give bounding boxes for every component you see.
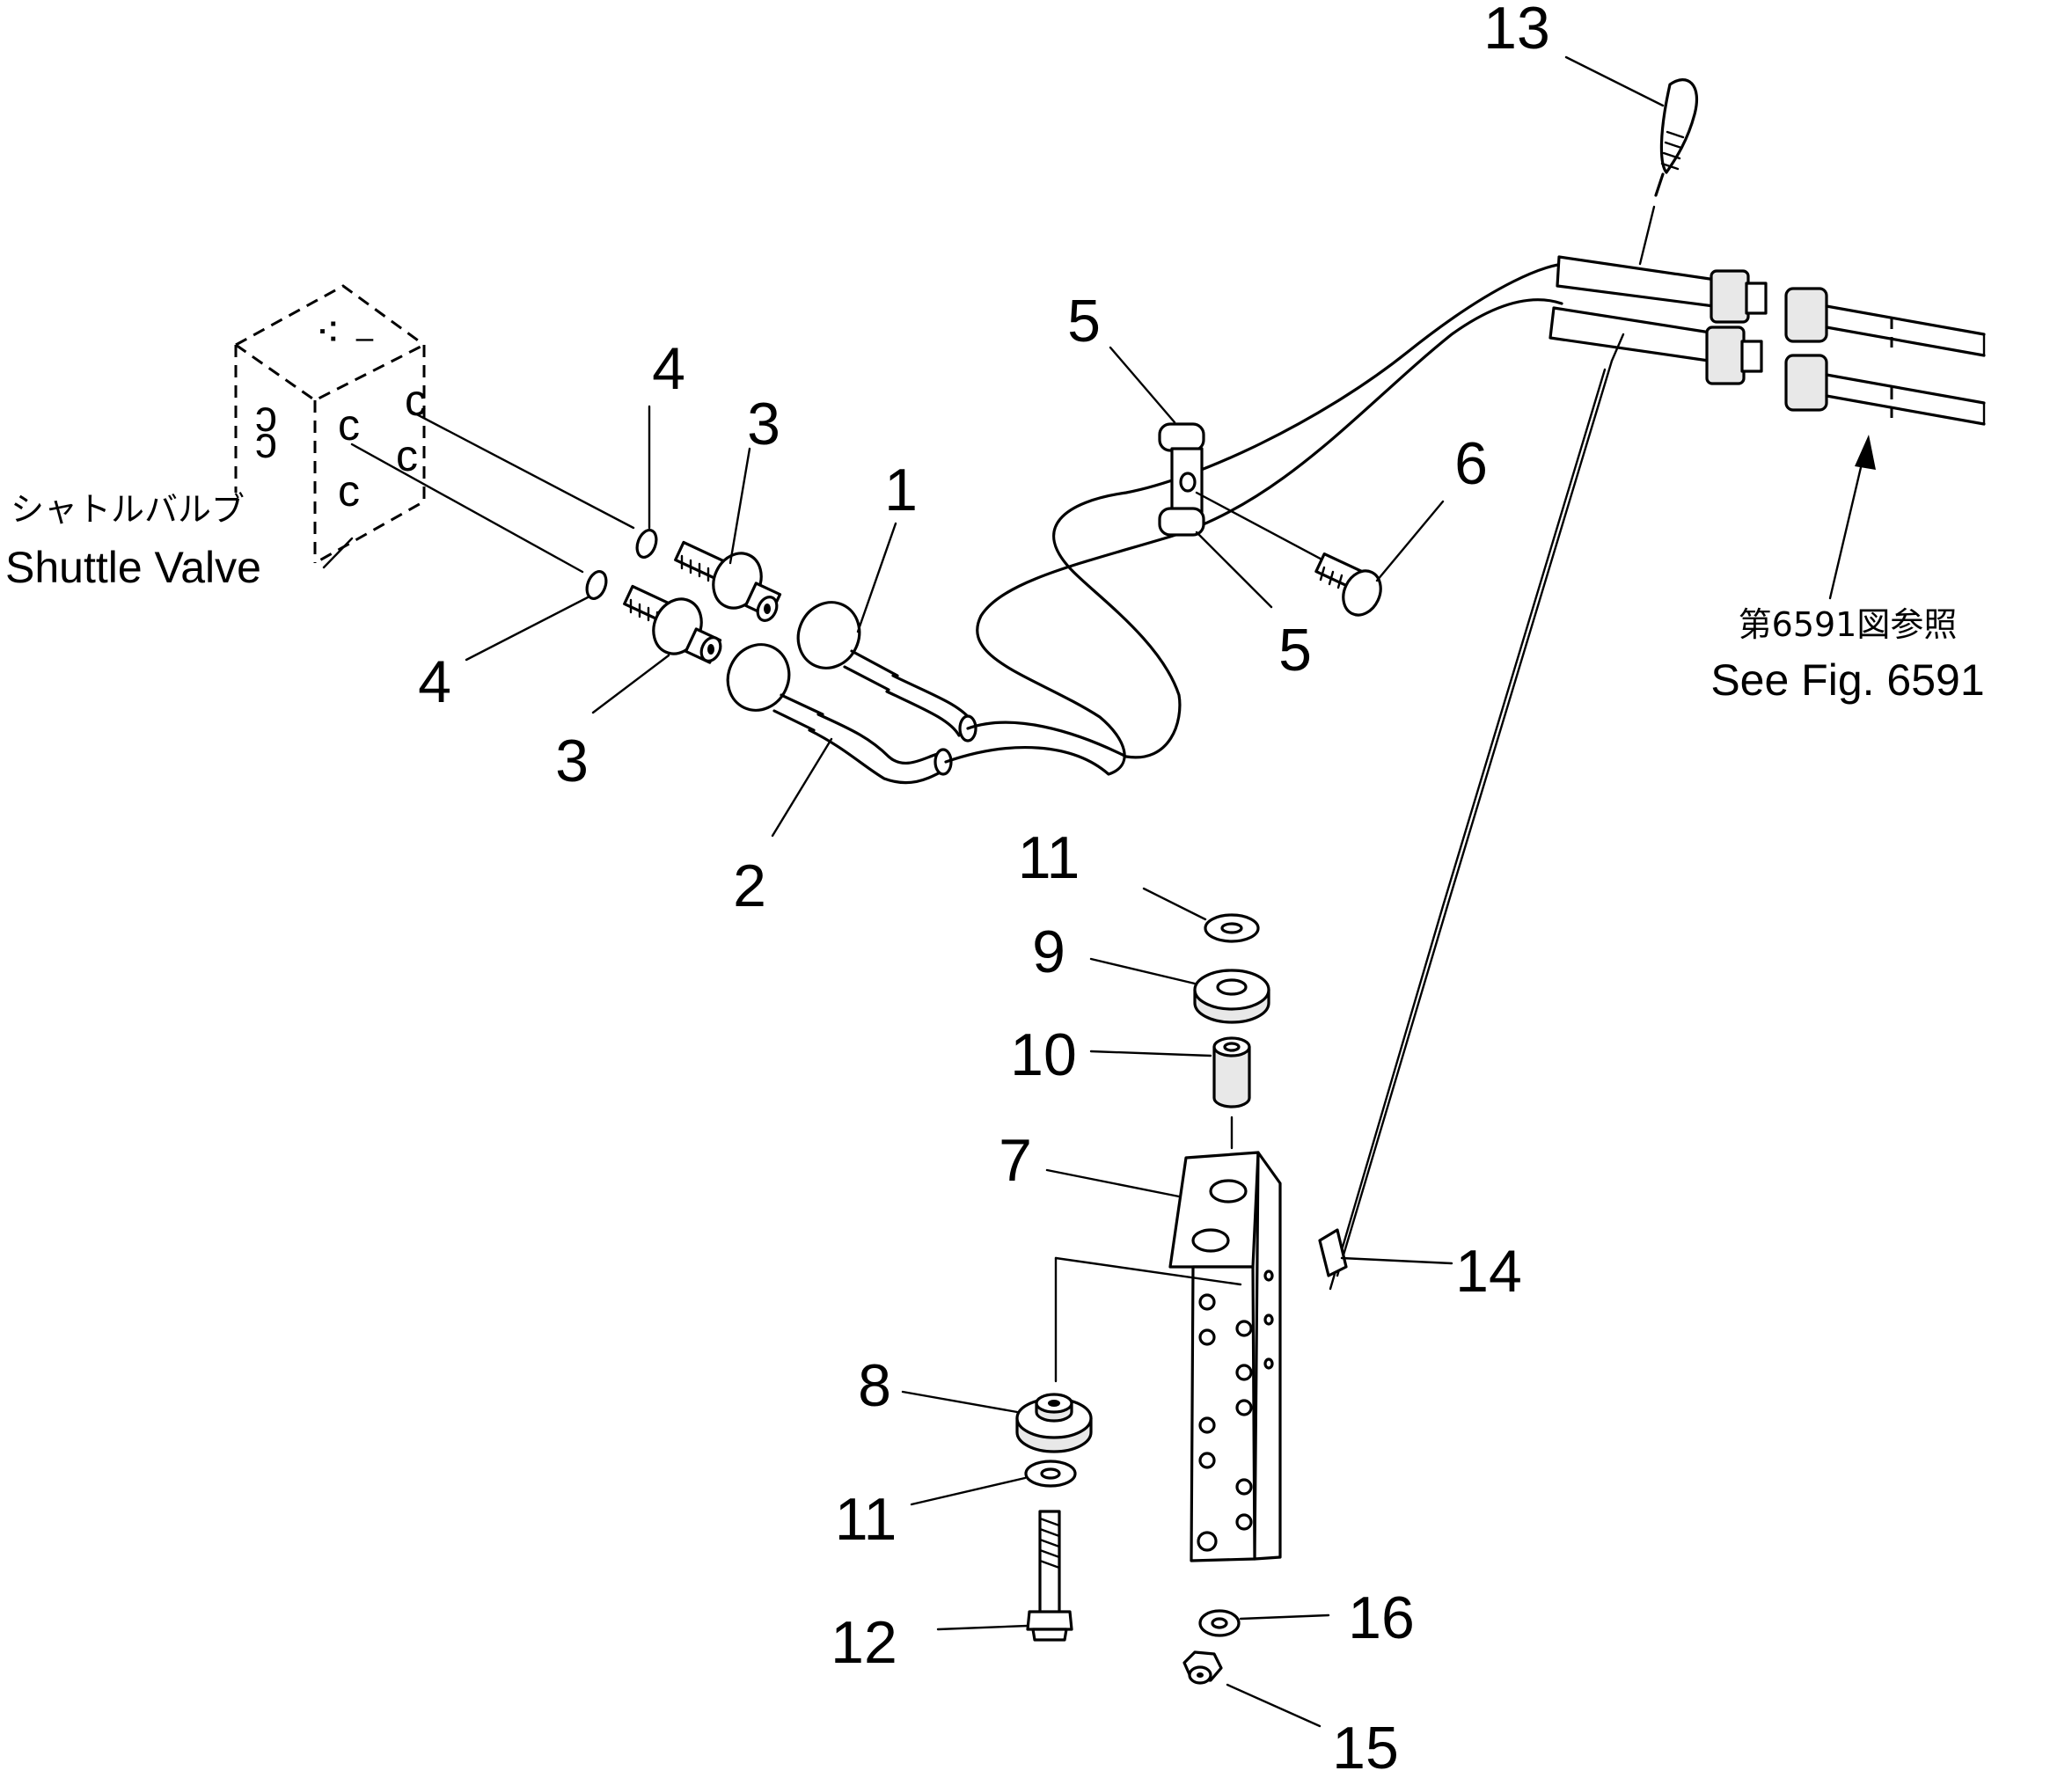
wire-harness [1318,359,1614,1291]
cushion-8 [1015,1393,1093,1453]
cable-tie-13 [1564,55,1699,362]
callout-3-lower: 3 [555,728,589,794]
callout-numbers: 1 2 3 3 4 4 5 5 6 7 8 9 10 11 11 12 13 1… [418,0,1550,1778]
svg-text:ɔ: ɔ [255,418,277,467]
cushion-9 [1193,969,1270,1024]
callout-16: 16 [1348,1584,1415,1651]
clamp [1158,422,1205,537]
shuttle-valve-label-en: Shuttle Valve [5,543,261,592]
callout-14: 14 [1455,1238,1522,1305]
see-fig-label: 第6591図参照 See Fig. 6591 [1710,605,1984,705]
callout-1: 1 [884,457,918,523]
washer-11-lower [1024,1460,1077,1488]
see-fig-label-en: See Fig. 6591 [1710,655,1984,705]
adapter-lower [623,584,722,664]
see-fig-label-jp: 第6591図参照 [1739,605,1958,644]
callout-11-lower: 11 [835,1486,897,1553]
callout-8: 8 [858,1352,891,1419]
callout-4-lower: 4 [418,648,451,715]
bracket-7 [1054,1151,1282,1562]
callout-2: 2 [733,852,766,919]
callout-15: 15 [1332,1715,1399,1778]
svg-text:c: c [338,466,360,516]
svg-text:c: c [338,400,360,450]
callout-5-lower: 5 [1278,617,1312,684]
callout-12: 12 [831,1609,897,1676]
callout-4-upper: 4 [652,335,685,402]
svg-text:c: c [396,431,418,480]
bolt-6 [1195,491,1382,617]
nut-15 [1182,1650,1223,1685]
svg-text:⁖ ₋: ⁖ ₋ [315,308,377,357]
callout-5-upper: 5 [1067,288,1101,355]
washer-16 [1198,1609,1241,1637]
tube-loops [944,262,1568,776]
washer-11-upper [1204,913,1260,943]
callout-10: 10 [1010,1021,1077,1088]
callout-6: 6 [1454,430,1488,497]
hose-1 [796,601,977,743]
collar-10 [1212,1036,1251,1150]
callout-13: 13 [1483,0,1550,62]
right-hose-ends [1549,255,1986,426]
shuttle-valve-label-jp: シャトルバルブ [11,490,245,529]
callout-11-upper: 11 [1018,824,1080,891]
bracket-holes [1197,1269,1274,1552]
callout-3-upper: 3 [747,391,780,457]
shuttle-valve-label: シャトルバルブ Shuttle Valve [5,490,354,592]
bolt-12 [1026,1510,1073,1642]
adapter-upper [674,540,782,622]
svg-text:ɔ: ɔ [255,391,277,441]
callout-7: 7 [999,1127,1032,1194]
callout-9: 9 [1032,918,1065,985]
o-rings [350,410,658,601]
shuttle-valve-block: c c c c ɔ ɔ ⁖ ₋ [234,284,427,565]
hose-2 [726,643,953,785]
callout-leaders [465,346,1445,1728]
see-fig-arrow [1828,435,1876,600]
